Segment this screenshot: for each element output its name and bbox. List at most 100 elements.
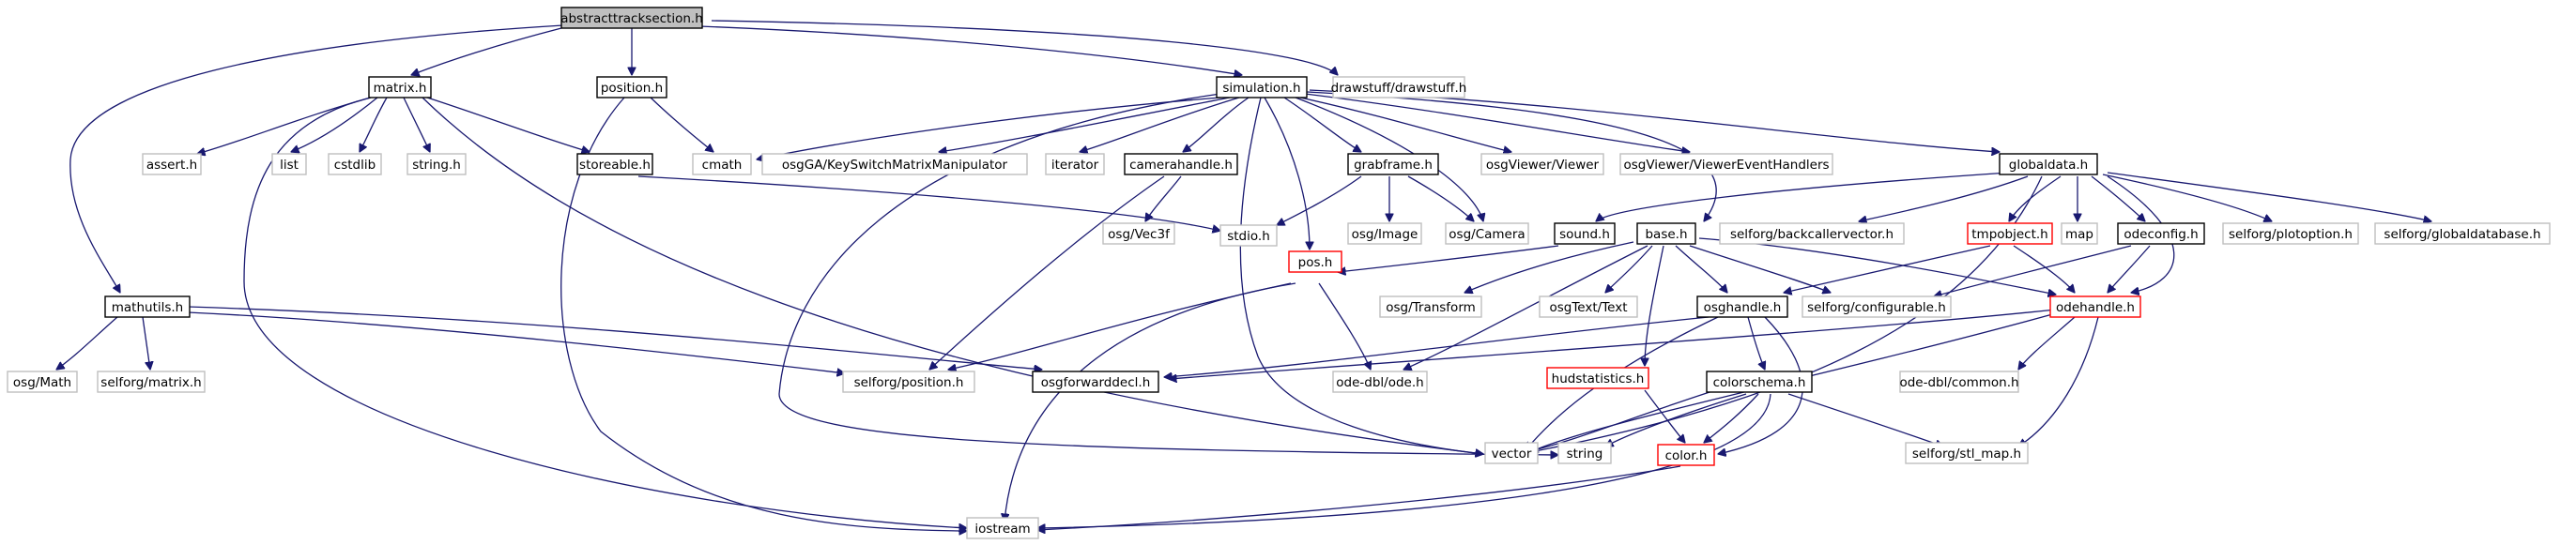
node-stdio-h: stdio.h bbox=[1219, 224, 1278, 247]
edge-colorschema-string bbox=[1605, 393, 1747, 447]
edge-simulation-viewer bbox=[1299, 97, 1511, 152]
node-label: selforg/plotoption.h bbox=[2229, 227, 2353, 242]
node-label: matrix.h bbox=[374, 81, 427, 96]
node-osgga-keyswitchmatrixmanipulator: osgGA/KeySwitchMatrixManipulator bbox=[761, 153, 1028, 175]
node-color-h[interactable]: color.h bbox=[1657, 444, 1715, 466]
node-string: string bbox=[1557, 442, 1612, 464]
node-globaldata-h[interactable]: globaldata.h bbox=[1999, 153, 2098, 175]
edge-odeconfig-configurable bbox=[1934, 245, 2132, 296]
node-grabframe-h[interactable]: grabframe.h bbox=[1347, 153, 1439, 175]
edge-grabframe-stdio bbox=[1277, 175, 1362, 225]
edge-abstracttracksection-simulation bbox=[698, 25, 1242, 75]
edge-matrix-storeable bbox=[426, 97, 590, 152]
node-abstracttracksection-h[interactable]: abstracttracksection.h bbox=[560, 7, 703, 29]
edge-colorschema-vector bbox=[1526, 386, 1728, 452]
node-simulation-h[interactable]: simulation.h bbox=[1216, 76, 1308, 98]
node-label: selforg/globaldatabase.h bbox=[2384, 227, 2540, 242]
node-label: iostream bbox=[974, 522, 1030, 537]
node-string-h: string.h bbox=[406, 153, 467, 175]
edge-globaldata-odeconfig bbox=[2091, 175, 2145, 221]
node-cmath: cmath bbox=[692, 153, 752, 175]
node-osgviewer-viewer: osgViewer/Viewer bbox=[1480, 153, 1604, 175]
node-pos-h[interactable]: pos.h bbox=[1288, 250, 1342, 273]
node-sound-h[interactable]: sound.h bbox=[1554, 222, 1616, 245]
edge-storeable-stdio bbox=[637, 175, 1220, 231]
node-odehandle-h[interactable]: odehandle.h bbox=[2049, 295, 2141, 318]
edge-odehandle-stlmap bbox=[2018, 316, 2099, 447]
node-label: storeable.h bbox=[579, 158, 651, 173]
node-osgviewer-viewereventhandlers: osgViewer/ViewerEventHandlers bbox=[1619, 153, 1833, 175]
edge-simulation-grabframe bbox=[1283, 97, 1361, 152]
node-osgforwarddecl-h[interactable]: osgforwarddecl.h bbox=[1032, 371, 1159, 393]
node-assert-h: assert.h bbox=[142, 153, 202, 175]
node-label: cstdlib bbox=[334, 158, 376, 173]
node-label: selforg/backcallervector.h bbox=[1730, 227, 1894, 242]
edge-globaldata-odehandle bbox=[2107, 175, 2175, 293]
edge-colorschema-color bbox=[1704, 393, 1759, 443]
node-iostream: iostream bbox=[966, 517, 1039, 539]
node-label: tmpobject.h bbox=[1971, 227, 2047, 242]
node-label: color.h bbox=[1665, 448, 1708, 463]
node-selforg-globaldatabase-h: selforg/globaldatabase.h bbox=[2374, 222, 2551, 245]
node-osg-math: osg/Math bbox=[7, 371, 78, 393]
node-label: string bbox=[1567, 447, 1603, 462]
node-label: abstracttracksection.h bbox=[560, 11, 703, 26]
edge-base-osghandle bbox=[1675, 245, 1727, 293]
edge-globaldata-plotoption bbox=[2102, 174, 2272, 221]
node-mathutils-h[interactable]: mathutils.h bbox=[104, 295, 191, 318]
node-map: map bbox=[2061, 222, 2098, 245]
node-odeconfig-h[interactable]: odeconfig.h bbox=[2117, 222, 2205, 245]
node-selforg-stl-map-h: selforg/stl_map.h bbox=[1905, 442, 2029, 464]
node-base-h[interactable]: base.h bbox=[1636, 222, 1696, 245]
node-label: pos.h bbox=[1298, 255, 1333, 270]
node-label: globaldata.h bbox=[2009, 158, 2088, 173]
node-label: osg/Image bbox=[1352, 227, 1418, 242]
node-camerahandle-h[interactable]: camerahandle.h bbox=[1124, 153, 1238, 175]
node-matrix-h[interactable]: matrix.h bbox=[368, 76, 432, 98]
node-ode-dbl-common-h: ode-dbl/common.h bbox=[1899, 371, 2019, 393]
edge-simulation-iterator bbox=[1080, 97, 1240, 152]
edge-osghandle-color bbox=[1718, 316, 1803, 454]
node-iterator: iterator bbox=[1045, 153, 1105, 175]
node-osg-transform: osg/Transform bbox=[1379, 295, 1482, 318]
node-label: ode-dbl/common.h bbox=[1899, 375, 2018, 390]
node-label: osgText/Text bbox=[1549, 300, 1627, 315]
edge-color-iostream bbox=[1037, 465, 1681, 530]
node-label: position.h bbox=[601, 81, 663, 96]
edge-position-iostream bbox=[560, 97, 967, 531]
node-position-h[interactable]: position.h bbox=[596, 76, 667, 98]
node-osghandle-h[interactable]: osghandle.h bbox=[1696, 295, 1788, 318]
node-osgtext-text: osgText/Text bbox=[1539, 295, 1638, 318]
node-label: osg/Camera bbox=[1449, 227, 1525, 242]
edge-matrix-vector bbox=[422, 97, 1483, 454]
edge-mathutils-osgmath bbox=[56, 316, 118, 370]
edge-abstracttracksection-mathutils bbox=[69, 24, 564, 293]
node-storeable-h[interactable]: storeable.h bbox=[576, 153, 653, 175]
node-hudstatistics-h[interactable]: hudstatistics.h bbox=[1546, 367, 1649, 389]
node-tmpobject-h[interactable]: tmpobject.h bbox=[1967, 222, 2053, 245]
node-ode-dbl-ode-h: ode-dbl/ode.h bbox=[1332, 371, 1428, 393]
edge-simulation-camerahandle bbox=[1183, 97, 1250, 152]
node-label: camerahandle.h bbox=[1129, 158, 1233, 173]
edge-simulation-pos bbox=[1264, 97, 1310, 250]
edge-mathutils-selforgposition bbox=[187, 311, 845, 373]
edge-pos-odeode bbox=[1318, 282, 1371, 370]
edge-matrix-cstdlib bbox=[360, 97, 388, 152]
edge-camerahandle-selforgposition bbox=[929, 175, 1165, 370]
node-colorschema-h[interactable]: colorschema.h bbox=[1706, 371, 1813, 393]
edge-odehandle-odecommon bbox=[2018, 316, 2076, 370]
edge-base-hudstatistics bbox=[1645, 245, 1664, 366]
node-label: selforg/position.h bbox=[854, 375, 964, 390]
edge-simulation-viewereventhandlers bbox=[1304, 93, 1690, 152]
edge-globaldata-backcaller bbox=[1859, 175, 2029, 221]
edge-base-transform bbox=[1464, 241, 1634, 293]
edge-abstracttracksection-drawstuff bbox=[711, 20, 1338, 75]
edge-base-osgtext bbox=[1605, 245, 1653, 293]
node-label: stdio.h bbox=[1227, 229, 1270, 244]
node-selforg-configurable-h: selforg/configurable.h bbox=[1802, 295, 1952, 318]
node-label: selforg/stl_map.h bbox=[1912, 447, 2021, 462]
node-label: grabframe.h bbox=[1354, 158, 1433, 173]
edge-simulation-cmath bbox=[757, 97, 1221, 159]
edge-base-configurable bbox=[1689, 245, 1831, 293]
